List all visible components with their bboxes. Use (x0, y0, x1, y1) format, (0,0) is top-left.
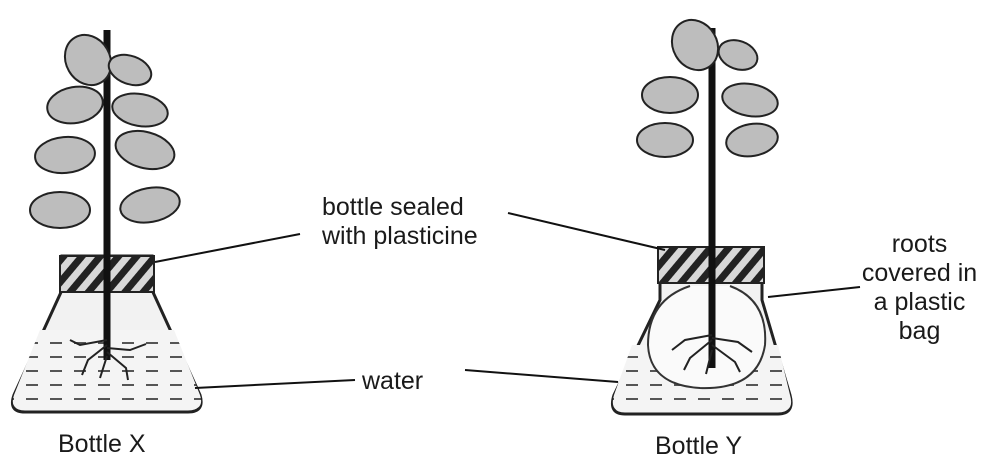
label-bottle-x: Bottle X (58, 430, 146, 459)
label-roots-line4: bag (852, 317, 987, 346)
label-water: water (362, 367, 423, 396)
leader-roots-bag (768, 287, 860, 297)
label-roots-line1: roots (852, 230, 987, 259)
label-roots-line2: covered in (852, 259, 987, 288)
label-bottle-y: Bottle Y (655, 432, 742, 461)
label-bottle-sealed-line1: bottle sealed (322, 193, 478, 222)
leader-sealed-x (155, 234, 300, 262)
label-roots-line3: a plastic (852, 288, 987, 317)
bottle-y (612, 11, 791, 414)
bottle-x (12, 26, 201, 412)
leader-water-x (195, 380, 355, 388)
leader-sealed-y (508, 213, 665, 250)
leader-water-y (465, 370, 618, 382)
label-bottle-sealed: bottle sealed with plasticine (322, 193, 478, 251)
label-bottle-sealed-line2: with plasticine (322, 222, 478, 251)
label-roots-covered: roots covered in a plastic bag (852, 230, 987, 346)
